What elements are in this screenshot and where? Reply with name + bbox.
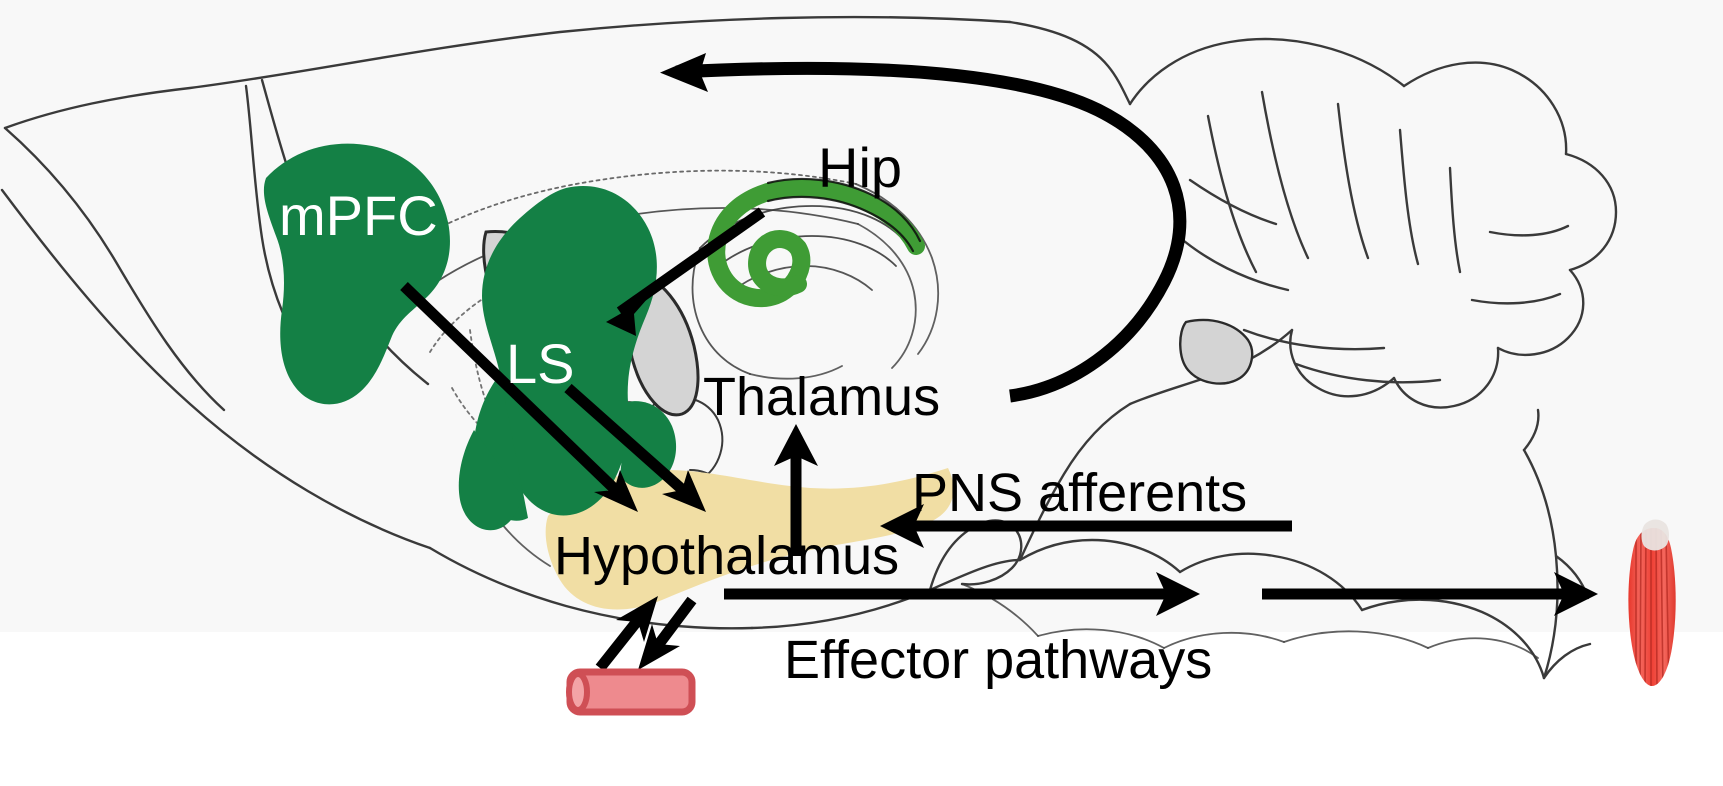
blood-vessel-icon (566, 668, 696, 716)
region-hippocampus-outline (766, 177, 922, 253)
label-hypothalamus: Hypothalamus (554, 526, 900, 586)
label-ls: LS (506, 332, 575, 395)
label-mpfc: mPFC (279, 184, 438, 247)
arrow-pns-to-hypothalamus (880, 504, 1292, 548)
arrow-mpfc-to-hypothalamus (400, 282, 638, 512)
label-hip: Hip (818, 136, 903, 199)
arrow-hypothalamus-to-vessel (638, 596, 697, 670)
region-mpfc (263, 143, 450, 405)
arrow-ls-to-hypothalamus (564, 383, 706, 512)
arrow-effector-segment-1 (724, 572, 1200, 616)
label-thalamus: Thalamus (703, 367, 941, 427)
arrow-vessel-to-hypothalamus (595, 596, 658, 672)
label-pns-afferents: PNS afferents (912, 463, 1248, 523)
arrow-effector-segment-2 (1262, 572, 1598, 616)
label-effector-pathways: Effector pathways (784, 630, 1213, 690)
region-hippocampus (707, 178, 925, 308)
region-hypothalamus (545, 468, 954, 610)
arrow-hip-to-ls (606, 207, 766, 336)
muscle-icon (1628, 519, 1676, 686)
arrow-hypothalamus-to-thalamus (774, 424, 818, 556)
arrow-brainstem-to-cortex (660, 53, 1187, 403)
